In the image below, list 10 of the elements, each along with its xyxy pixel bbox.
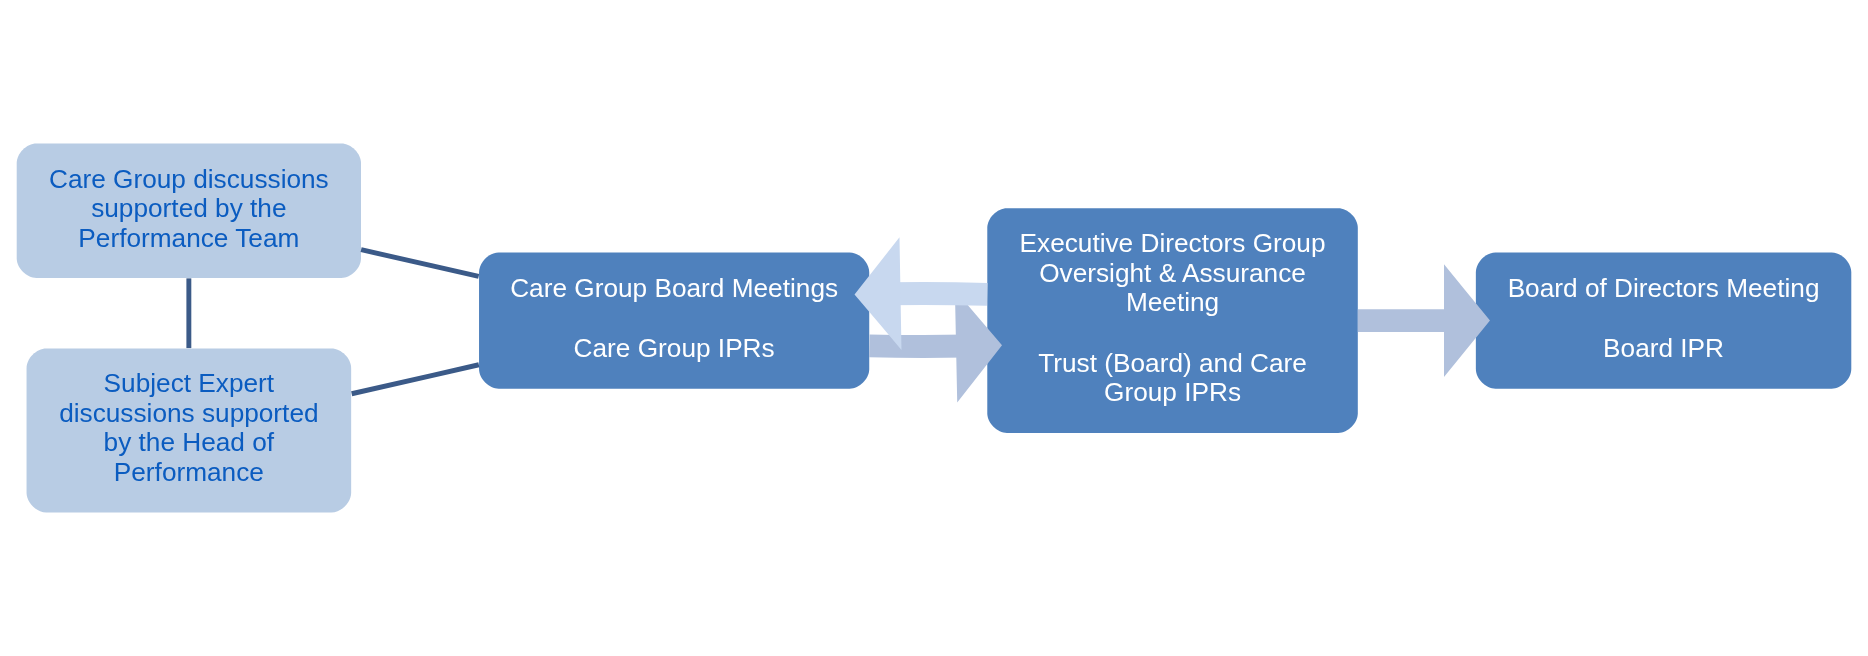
node-box: Care Group Board Meetings Care Group IPRs: [479, 252, 870, 389]
connector: [351, 362, 480, 397]
connector: [360, 247, 480, 279]
arrow: [854, 237, 988, 350]
connector: [186, 278, 192, 349]
node-box: Subject Expert discussions supported by the Head of Performance: [26, 348, 352, 513]
node-box: Care Group discussions supported by the Performance Team: [16, 143, 361, 278]
node-box: Board of Directors Meeting Board IPR: [1475, 252, 1852, 389]
arrow: [1357, 264, 1490, 377]
node-box: Executive Directors Group Oversight & Assurance Meeting Trust (Board) and Care Group IPRs: [987, 208, 1358, 433]
